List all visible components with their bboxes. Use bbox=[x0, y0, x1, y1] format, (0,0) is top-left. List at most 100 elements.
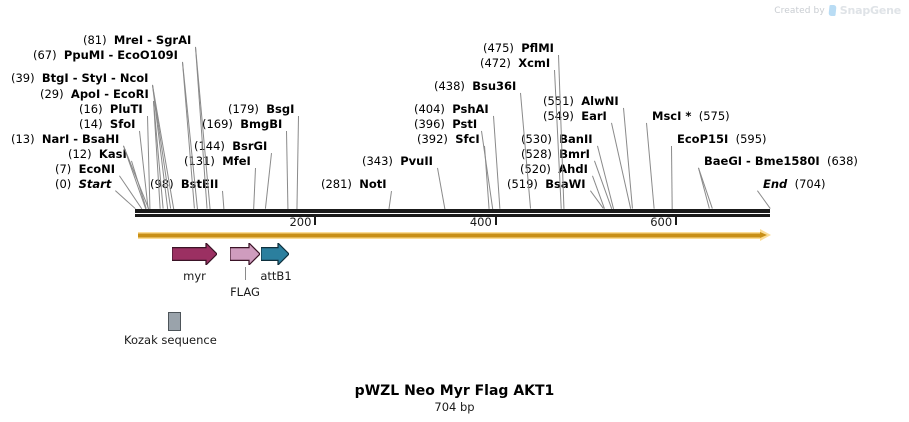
enzyme-name[interactable]: BsrGI bbox=[232, 139, 268, 153]
enzyme-name[interactable]: AlwNI bbox=[581, 94, 619, 108]
enzyme-name[interactable]: MreI bbox=[113, 33, 144, 47]
feature-label: attB1 bbox=[260, 269, 292, 283]
enzyme-label-row[interactable]: (530) BanII bbox=[521, 133, 593, 146]
enzyme-name[interactable]: EcoRI bbox=[113, 87, 149, 101]
enzyme-name[interactable]: BsgI bbox=[266, 102, 295, 116]
enzyme-position: (475) bbox=[483, 41, 514, 55]
enzyme-name[interactable]: StyI bbox=[81, 71, 108, 85]
enzyme-label-row[interactable]: BaeGI - Bme1580I (638) bbox=[704, 155, 858, 168]
enzyme-leader-line bbox=[388, 191, 392, 210]
ruler-tick bbox=[675, 217, 678, 225]
enzyme-name[interactable]: SfoI bbox=[109, 117, 136, 131]
enzyme-name[interactable]: BtgI bbox=[41, 71, 69, 85]
enzyme-name[interactable]: BmgBI bbox=[240, 117, 283, 131]
kozak-sequence-box[interactable] bbox=[168, 312, 181, 331]
page-title: pWZL Neo Myr Flag AKT1 bbox=[354, 383, 555, 399]
enzyme-label-row[interactable]: EcoP15I (595) bbox=[677, 133, 767, 146]
enzyme-name[interactable]: XcmI bbox=[518, 56, 551, 70]
enzyme-leader-line bbox=[264, 153, 272, 210]
enzyme-leader-line bbox=[147, 115, 151, 209]
enzyme-name[interactable]: KasI bbox=[98, 147, 127, 161]
enzyme-name-separator: - bbox=[143, 33, 156, 47]
enzyme-name[interactable]: PpuMI bbox=[63, 48, 105, 62]
enzyme-position: (520) bbox=[520, 162, 551, 176]
enzyme-name[interactable]: SfcI bbox=[455, 132, 480, 146]
enzyme-position: (343) bbox=[362, 154, 393, 168]
enzyme-label-row[interactable]: (39) BtgI - StyI - NcoI bbox=[11, 72, 148, 85]
enzyme-name-separator: - bbox=[69, 132, 83, 146]
enzyme-name[interactable]: Bme1580I bbox=[754, 154, 820, 168]
enzyme-name[interactable]: SgrAI bbox=[155, 33, 192, 47]
enzyme-leader-line bbox=[698, 167, 713, 209]
enzyme-label-row[interactable]: (404) PshAI bbox=[414, 103, 489, 116]
enzyme-label-row[interactable]: (396) PstI bbox=[414, 118, 477, 131]
enzyme-label-row[interactable]: (281) NotI bbox=[321, 178, 387, 191]
feature-arrow[interactable] bbox=[172, 243, 217, 265]
enzyme-name[interactable]: BsaHI bbox=[82, 132, 120, 146]
enzyme-name[interactable]: PluTI bbox=[109, 102, 143, 116]
enzyme-name[interactable]: End bbox=[763, 177, 788, 191]
enzyme-name[interactable]: NcoI bbox=[119, 71, 149, 85]
sequence-backbone-bottom bbox=[135, 214, 770, 217]
enzyme-name[interactable]: NarI bbox=[41, 132, 70, 146]
enzyme-label-row[interactable]: (16) PluTI bbox=[79, 103, 143, 116]
kozak-sequence-label: Kozak sequence bbox=[124, 333, 217, 347]
enzyme-leader-line bbox=[296, 116, 299, 210]
enzyme-label-row[interactable]: MscI * (575) bbox=[652, 110, 730, 123]
enzyme-label-row[interactable]: (343) PvuII bbox=[362, 155, 433, 168]
enzyme-name[interactable]: EcoO109I bbox=[117, 48, 178, 62]
enzyme-leader-line bbox=[222, 190, 225, 209]
enzyme-name[interactable]: BmrI bbox=[559, 147, 590, 161]
enzyme-label-row[interactable]: (475) PflMI bbox=[483, 42, 554, 55]
feature-arrow[interactable] bbox=[261, 243, 289, 265]
enzyme-label-row[interactable]: (438) Bsu36I bbox=[434, 80, 516, 93]
enzyme-label-row[interactable]: (392) SfcI bbox=[417, 133, 480, 146]
enzyme-label-row[interactable]: (13) NarI - BsaHI bbox=[11, 133, 119, 146]
enzyme-label-row[interactable]: (0) Start bbox=[55, 178, 111, 191]
feature-arrow[interactable] bbox=[230, 243, 260, 265]
enzyme-name[interactable]: BanII bbox=[559, 132, 593, 146]
enzyme-position: (16) bbox=[79, 102, 103, 116]
enzyme-label-row[interactable]: (179) BsgI bbox=[228, 103, 294, 116]
enzyme-label-row[interactable]: (7) EcoNI bbox=[55, 163, 115, 176]
enzyme-name[interactable]: EarI bbox=[581, 109, 607, 123]
enzyme-label-row[interactable]: (520) AhdI bbox=[520, 163, 588, 176]
enzyme-name[interactable]: AhdI bbox=[558, 162, 588, 176]
enzyme-position: (12) bbox=[68, 147, 92, 161]
enzyme-label-row[interactable]: (67) PpuMI - EcoO109I bbox=[33, 49, 178, 62]
enzyme-name[interactable]: EcoP15I bbox=[677, 132, 729, 146]
enzyme-name[interactable]: BstEII bbox=[180, 177, 219, 191]
enzyme-position: (7) bbox=[55, 162, 72, 176]
enzyme-name[interactable]: PvuII bbox=[400, 154, 433, 168]
enzyme-label-row[interactable]: (519) BsaWI bbox=[507, 178, 586, 191]
enzyme-position: (39) bbox=[11, 71, 35, 85]
enzyme-position: (14) bbox=[79, 117, 103, 131]
enzyme-leader-line bbox=[253, 168, 256, 210]
enzyme-name[interactable]: ApoI bbox=[70, 87, 101, 101]
enzyme-label-row[interactable]: (131) MfeI bbox=[184, 155, 251, 168]
enzyme-name[interactable]: PshAI bbox=[452, 102, 489, 116]
enzyme-name[interactable]: MfeI bbox=[222, 154, 251, 168]
enzyme-name[interactable]: NotI bbox=[359, 177, 387, 191]
enzyme-name[interactable]: BsaWI bbox=[545, 177, 586, 191]
enzyme-label-row[interactable]: (29) ApoI - EcoRI bbox=[40, 88, 149, 101]
enzyme-name-separator: - bbox=[68, 71, 82, 85]
enzyme-name[interactable]: Start bbox=[78, 177, 112, 191]
enzyme-name[interactable]: MscI bbox=[652, 109, 682, 123]
enzyme-label-row[interactable]: (472) XcmI bbox=[480, 57, 550, 70]
enzyme-label-row[interactable]: (14) SfoI bbox=[79, 118, 135, 131]
enzyme-position: (29) bbox=[40, 87, 64, 101]
enzyme-name[interactable]: PstI bbox=[452, 117, 478, 131]
enzyme-label-row[interactable]: (12) KasI bbox=[68, 148, 127, 161]
enzyme-label-row[interactable]: End (704) bbox=[763, 178, 826, 191]
enzyme-leader-line bbox=[115, 190, 136, 209]
enzyme-name[interactable]: BaeGI bbox=[704, 154, 743, 168]
enzyme-label-row[interactable]: (528) BmrI bbox=[521, 148, 590, 161]
enzyme-name[interactable]: PflMI bbox=[521, 41, 554, 55]
enzyme-label-row[interactable]: (549) EarI bbox=[543, 110, 607, 123]
enzyme-label-row[interactable]: (169) BmgBI bbox=[202, 118, 282, 131]
enzyme-name[interactable]: EcoNI bbox=[78, 162, 116, 176]
enzyme-label-row[interactable]: (551) AlwNI bbox=[543, 95, 619, 108]
enzyme-name[interactable]: Bsu36I bbox=[472, 79, 517, 93]
enzyme-label-row[interactable]: (81) MreI - SgrAI bbox=[83, 34, 191, 47]
